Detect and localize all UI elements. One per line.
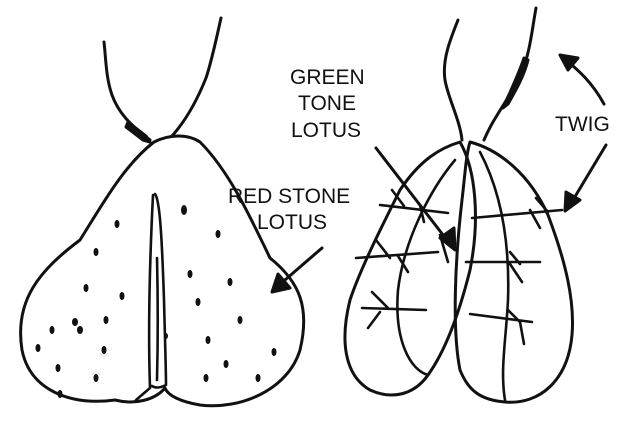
right-wing-twigs bbox=[466, 198, 562, 344]
label-green-line-2: TONE bbox=[298, 92, 356, 115]
green-tone-lotus-specimen bbox=[345, 8, 573, 402]
right-wing-inner-line-2 bbox=[480, 152, 508, 400]
arrow-twig-down bbox=[565, 145, 606, 211]
left-antenna-right bbox=[172, 18, 221, 136]
label-green-line-3: LOTUS bbox=[291, 119, 361, 142]
left-center-notch bbox=[136, 195, 153, 400]
label-twig: TWIG bbox=[555, 113, 610, 136]
left-wing-twigs bbox=[356, 190, 448, 328]
arrow-green-tone-lotus bbox=[376, 148, 455, 250]
left-center-slit bbox=[152, 194, 166, 387]
right-antenna-right-thick bbox=[503, 58, 528, 108]
right-antenna-right bbox=[484, 8, 536, 140]
label-red-line-2: LOTUS bbox=[257, 211, 327, 234]
left-antenna-left-base bbox=[126, 122, 150, 142]
arrow-twig-up bbox=[560, 55, 604, 104]
right-antenna-left bbox=[444, 20, 462, 140]
arrow-red-stone-lotus bbox=[272, 248, 322, 292]
label-green-line-1: GREEN bbox=[290, 66, 365, 89]
left-inner-slit bbox=[157, 258, 158, 380]
label-red-line-1: RED STONE bbox=[228, 185, 350, 208]
label-green-tone-lotus: GREEN TONE LOTUS bbox=[290, 66, 365, 142]
